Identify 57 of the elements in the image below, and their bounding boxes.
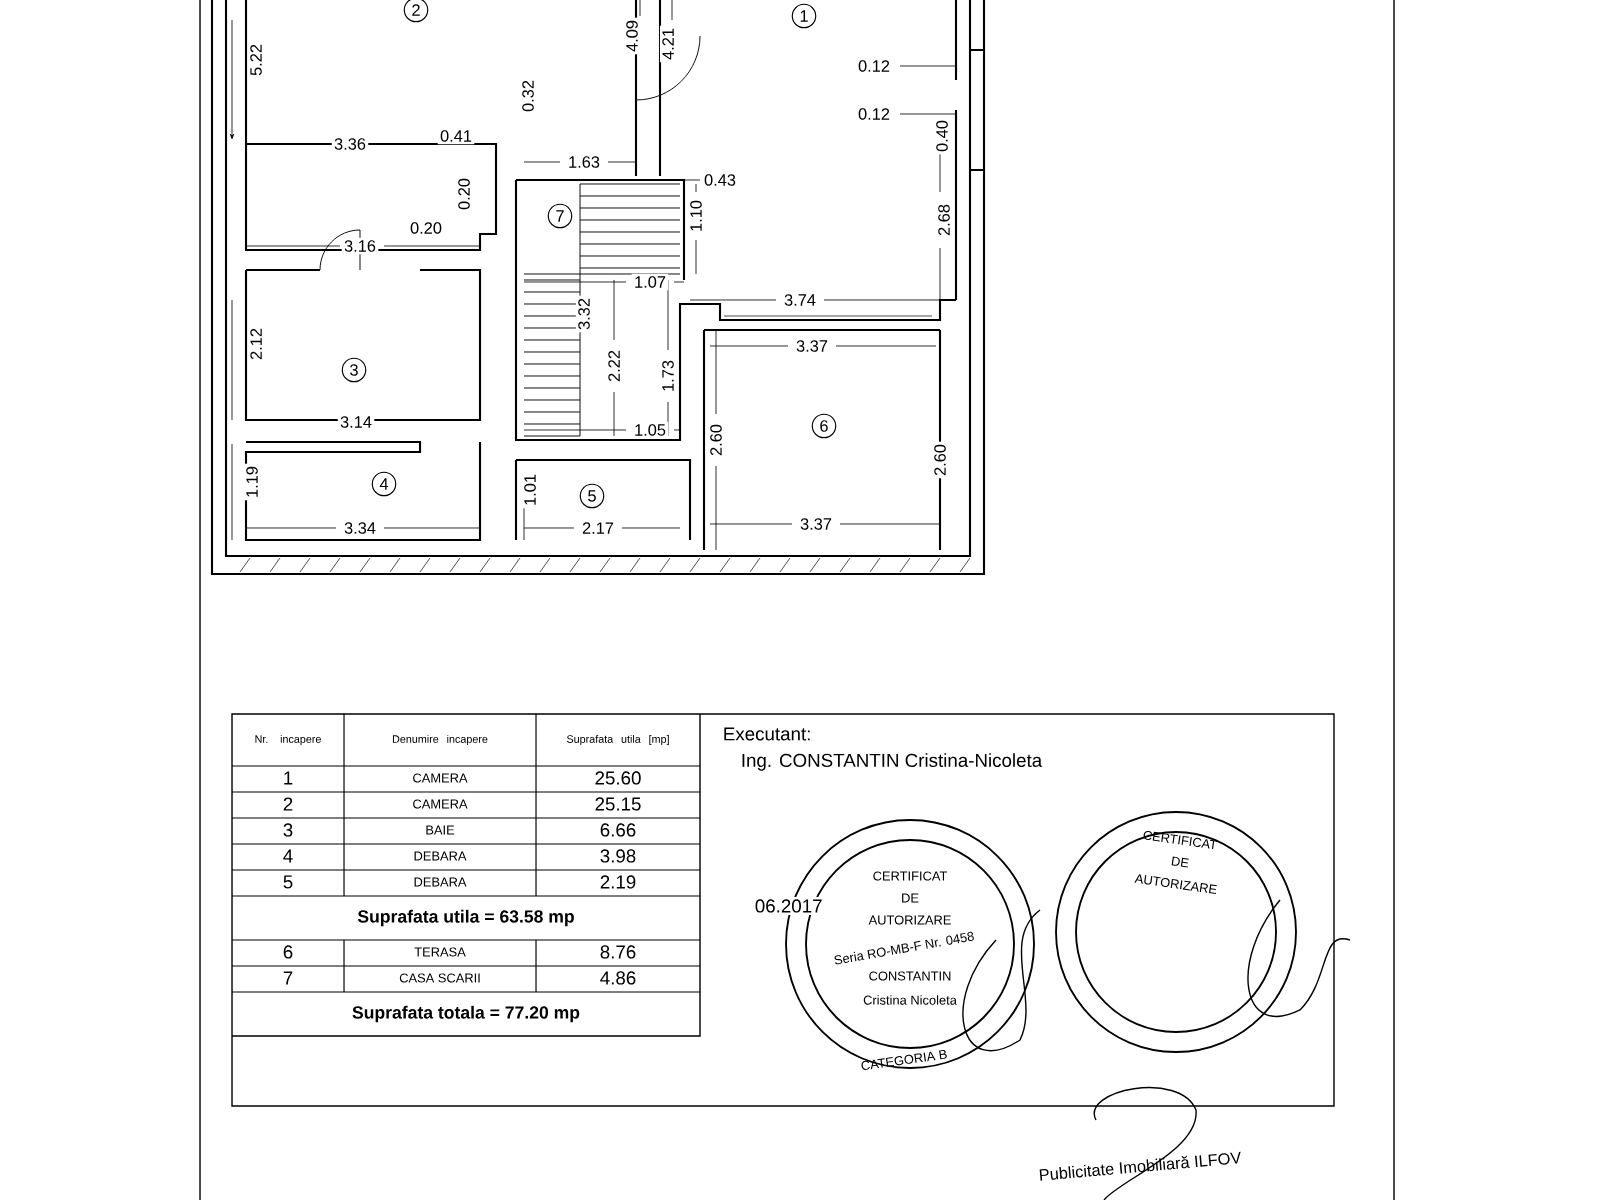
table-cell: 25.15 xyxy=(595,797,641,811)
room-number: 6 xyxy=(811,413,837,439)
room-number: 1 xyxy=(791,3,817,29)
dimension-label: 0.43 xyxy=(701,171,739,189)
room-number: 4 xyxy=(371,471,397,497)
dimension-label: 3.16 xyxy=(341,237,379,255)
dimension-label: 0.20 xyxy=(455,175,473,213)
table-cell: 2 xyxy=(283,797,293,811)
dimension-label: 3.32 xyxy=(575,295,593,333)
dimension-label: 0.32 xyxy=(519,77,537,115)
dimension-label: 0.40 xyxy=(933,117,951,155)
table-cell: Suprafata totala = 77.20 mp xyxy=(352,1005,580,1023)
table-cell: 8.76 xyxy=(600,945,636,959)
dimension-label: 3.14 xyxy=(337,413,375,431)
dimension-label: 3.36 xyxy=(331,135,369,153)
dimension-label: 1.01 xyxy=(521,471,539,509)
room-number: 3 xyxy=(341,357,367,383)
table-cell: 6 xyxy=(283,945,293,959)
dimension-label: 2.12 xyxy=(247,325,265,363)
signature-text: 06.2017 xyxy=(752,897,825,915)
dimension-label: 3.74 xyxy=(781,291,819,309)
table-cell: 25.60 xyxy=(595,771,641,785)
table-cell: Suprafata utila = 63.58 mp xyxy=(357,909,574,927)
table-cell: 5 xyxy=(283,875,293,889)
room-number: 7 xyxy=(547,203,573,229)
dimension-label: 3.37 xyxy=(797,515,835,533)
dimension-label: 2.68 xyxy=(935,201,953,239)
dimension-label: 0.12 xyxy=(855,105,893,123)
dimension-label: 0.12 xyxy=(855,57,893,75)
table-cell: 4.86 xyxy=(600,971,636,985)
dimension-label: 2.60 xyxy=(931,441,949,479)
table-cell: 2.19 xyxy=(600,875,636,889)
dimension-label: 1.73 xyxy=(659,357,677,395)
dimension-label: 1.19 xyxy=(243,463,261,501)
table-cell: 6.66 xyxy=(600,823,636,837)
table-cell: 7 xyxy=(283,971,293,985)
dimension-label: 4.09 xyxy=(623,17,641,55)
dimension-label: 0.41 xyxy=(437,127,475,145)
dimension-label: 2.22 xyxy=(605,347,623,385)
table-cell: 4 xyxy=(283,849,293,863)
dimension-label: 1.10 xyxy=(687,197,705,235)
dimension-label: 0.20 xyxy=(407,219,445,237)
room-number: 2 xyxy=(403,0,429,23)
table-cell: 3.98 xyxy=(600,849,636,863)
dimension-label: 2.17 xyxy=(579,519,617,537)
dimension-label: 1.05 xyxy=(631,421,669,439)
dimension-label: 2.60 xyxy=(707,421,725,459)
table-cell: 3 xyxy=(283,823,293,837)
dimension-label: 1.63 xyxy=(565,153,603,171)
signature-text: Executant: xyxy=(720,725,814,743)
dimension-label: 5.22 xyxy=(247,41,265,79)
room-number: 5 xyxy=(579,483,605,509)
dimension-label: 3.34 xyxy=(341,519,379,537)
dimension-label: 3.37 xyxy=(793,337,831,355)
signature-text: Ing. CONSTANTIN Cristina-Nicoleta xyxy=(738,750,1045,774)
table-cell: 1 xyxy=(284,771,293,785)
registry-text: Publicitate Imobiliară ILFOV xyxy=(1039,1151,1241,1181)
